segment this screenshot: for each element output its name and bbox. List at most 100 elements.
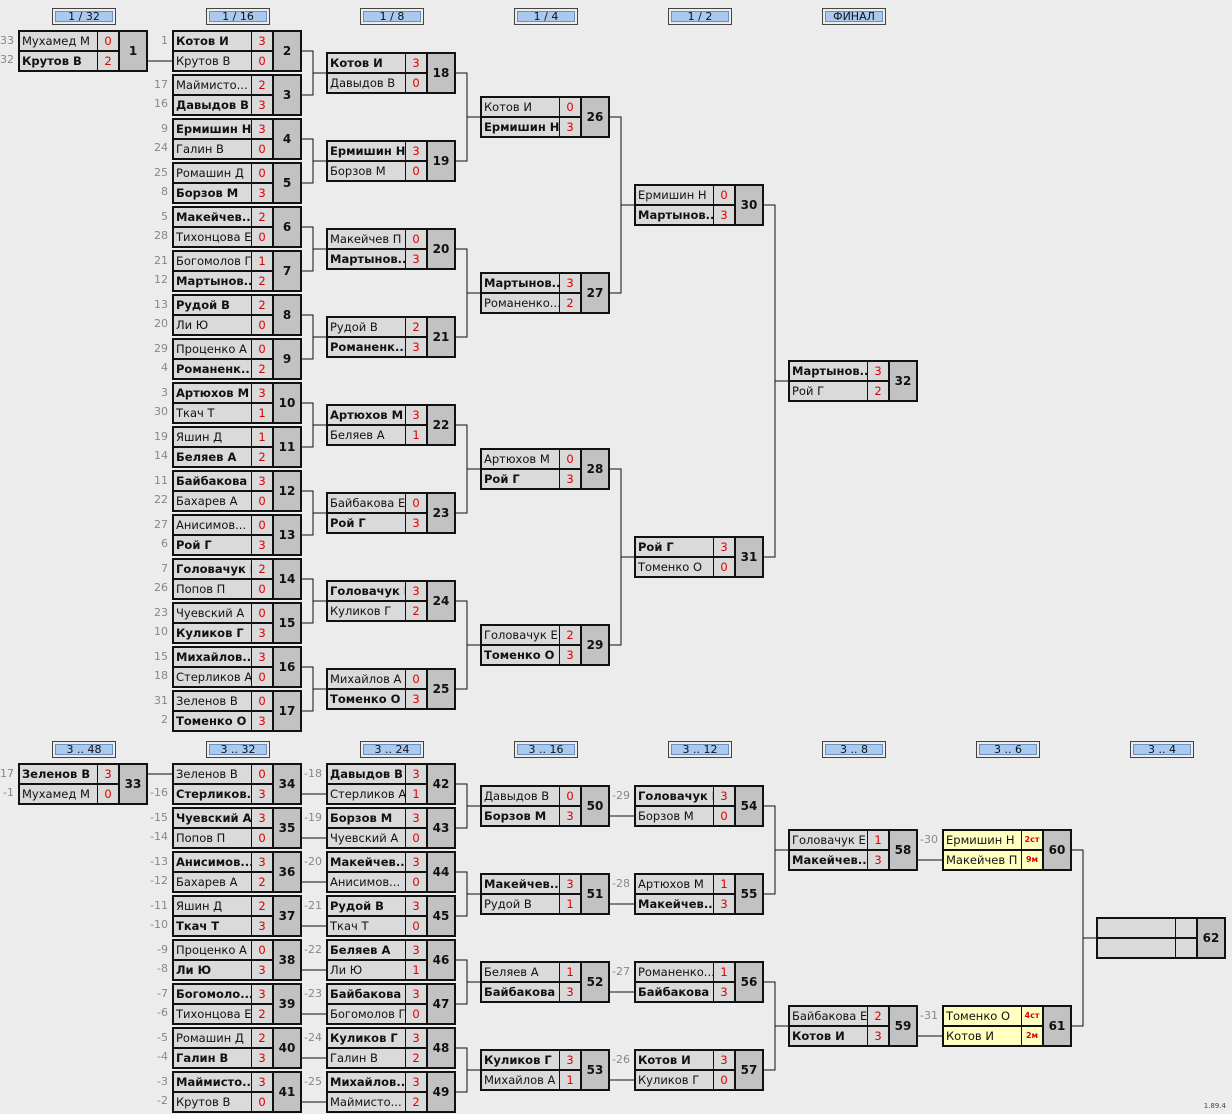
- player-row[interactable]: Богомоло...3: [174, 985, 272, 1003]
- player-row[interactable]: Анисимов...3: [174, 853, 272, 871]
- player-row[interactable]: Анисимов...0: [174, 516, 272, 534]
- round-header-top-2[interactable]: 1 / 8: [360, 8, 424, 25]
- player-row[interactable]: Романенк...2: [174, 360, 272, 378]
- player-row[interactable]: Мартынов...3: [790, 362, 888, 380]
- round-header-bottom-2[interactable]: 3 .. 24: [360, 741, 424, 758]
- player-row[interactable]: Романенк...3: [328, 338, 426, 356]
- player-row[interactable]: Маймисто...2: [328, 1093, 426, 1111]
- round-header-bottom-3[interactable]: 3 .. 16: [514, 741, 578, 758]
- player-row[interactable]: Мартынов...3: [636, 206, 734, 224]
- round-header-top-0[interactable]: 1 / 32: [52, 8, 116, 25]
- player-row[interactable]: Макейчев...3: [790, 851, 888, 869]
- player-row[interactable]: Мартынов...3: [482, 274, 580, 292]
- player-row[interactable]: Маймисто...3: [174, 1073, 272, 1091]
- player-row[interactable]: [1098, 939, 1196, 957]
- round-header-top-3[interactable]: 1 / 4: [514, 8, 578, 25]
- round-header-bottom-0[interactable]: 3 .. 48: [52, 741, 116, 758]
- match-62[interactable]: 62: [1096, 917, 1226, 959]
- player-row[interactable]: Макейчев...3: [482, 875, 580, 893]
- player-row[interactable]: Макейчев...3: [636, 895, 734, 913]
- player-row[interactable]: Романенко...2: [482, 294, 580, 312]
- player-row[interactable]: Стерликов...3: [174, 785, 272, 803]
- player-row[interactable]: Романенко...1: [636, 963, 734, 981]
- player-row[interactable]: Михайлов...3: [328, 1073, 426, 1091]
